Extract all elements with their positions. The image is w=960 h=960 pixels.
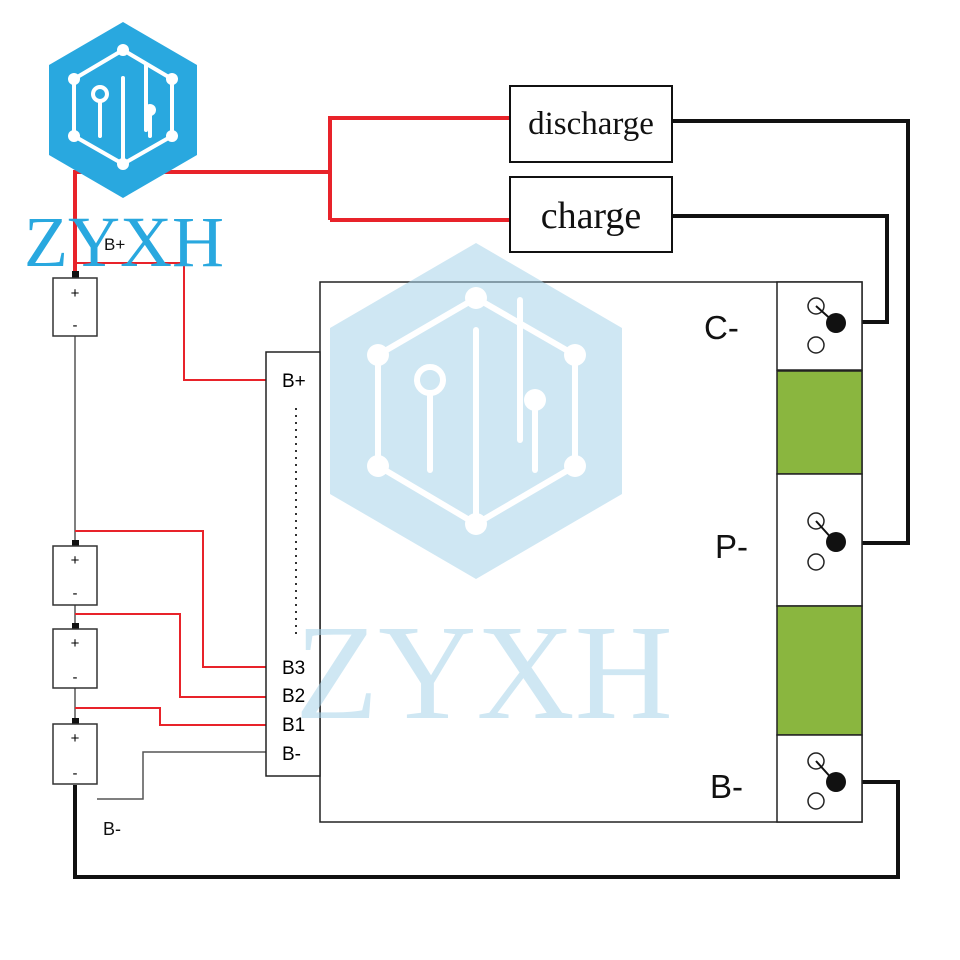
connector-pin-b3: B3 [282, 658, 305, 679]
charge-switch: charge [509, 176, 673, 253]
connector-pin-b2: B2 [282, 686, 305, 707]
sense-wire-bminus [97, 751, 266, 800]
sense-wire-b1 [75, 707, 266, 726]
discharge-switch: discharge [509, 85, 673, 163]
mosfet-pad-bottom [776, 605, 863, 736]
charge-label: charge [541, 195, 642, 237]
battery-minus-sign: - [73, 585, 78, 602]
black-wire-discharge [672, 119, 910, 545]
battery-minus-sign: - [73, 765, 78, 782]
sense-wire-b3 [75, 530, 266, 668]
battery-plus-sign: + [71, 730, 80, 747]
watermark: ZYXH [295, 243, 673, 748]
battery-cell-2: + - [52, 623, 98, 689]
battery-top-label: B+ [104, 235, 125, 254]
terminal-label-b-minus: B- [710, 768, 743, 805]
connector-pin-bplus: B+ [282, 371, 306, 392]
battery-plus-sign: + [71, 552, 80, 569]
logo-brand-text: ZYXH [24, 202, 224, 282]
battery-minus-sign: - [73, 669, 78, 686]
balance-connector: B+ B3 B2 B1 B- [265, 351, 321, 777]
red-wire-main [73, 170, 330, 280]
mosfet-pad-top [776, 370, 863, 475]
terminal-p-minus [776, 473, 863, 607]
red-wire-discharge [328, 116, 510, 220]
sense-wire-bplus [75, 262, 266, 381]
terminal-label-p-minus: P- [715, 528, 748, 565]
black-wire-bminus [73, 780, 900, 879]
battery-minus-sign: - [73, 317, 78, 334]
battery-cell-3: + - [52, 540, 98, 606]
connector-pin-bminus: B- [282, 744, 301, 765]
brand-logo: ZYXH [24, 22, 224, 282]
discharge-label: discharge [528, 106, 654, 142]
terminal-label-c-minus: C- [704, 309, 739, 346]
sense-wire-b2 [75, 613, 266, 698]
watermark-brand-center: ZYXH [295, 598, 673, 748]
terminal-b-minus [776, 734, 863, 823]
connector-pin-b1: B1 [282, 715, 305, 736]
terminal-c-minus [776, 281, 863, 371]
battery-cell-top: + - [52, 271, 98, 337]
battery-plus-sign: + [71, 635, 80, 652]
battery-bottom-label: B- [103, 819, 121, 839]
battery-plus-sign: + [71, 285, 80, 302]
battery-cell-1: + - [52, 718, 98, 785]
black-wire-charge [672, 214, 889, 324]
